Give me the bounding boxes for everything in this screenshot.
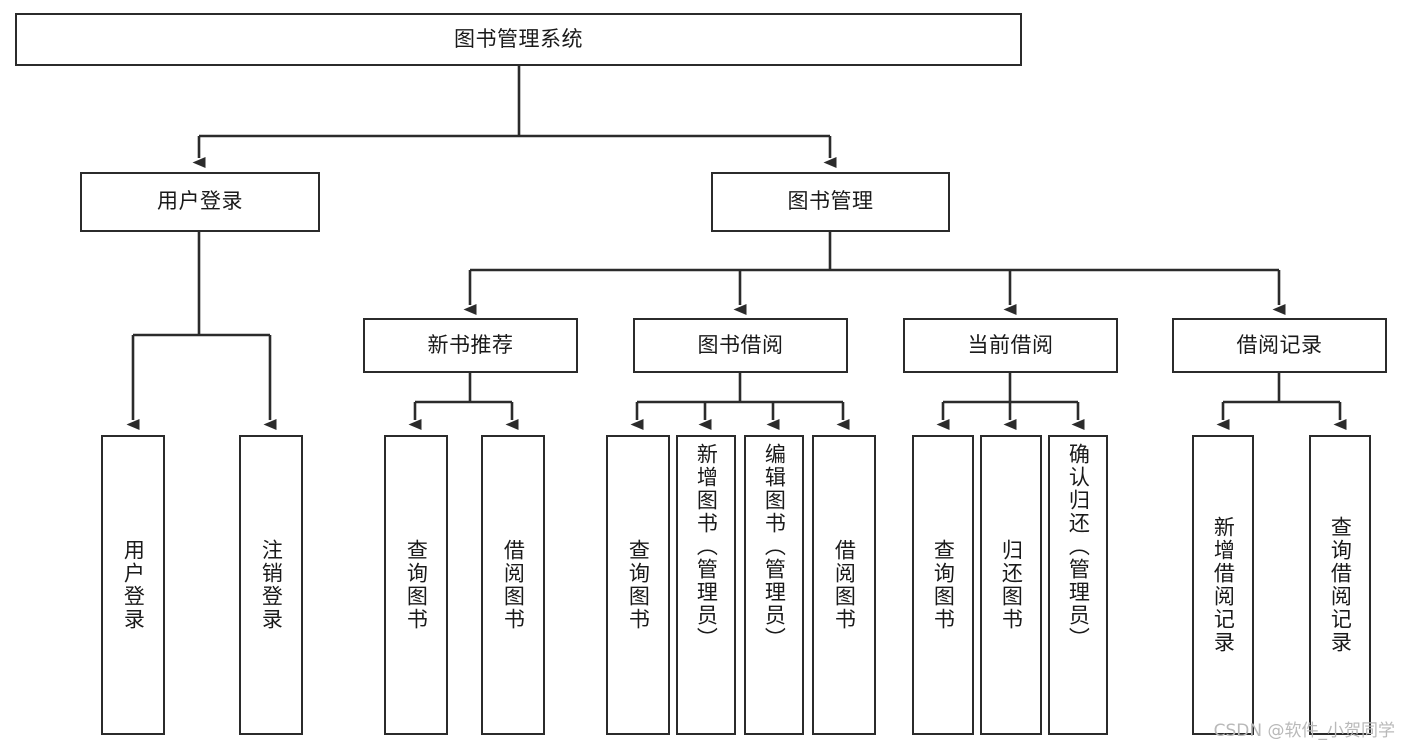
leaf-add-book[interactable]: 新增图书（管理员） [676, 435, 736, 735]
leaf-query-book-3[interactable]: 查询图书 [912, 435, 974, 735]
leaf-query-book-2[interactable]: 查询图书 [606, 435, 670, 735]
node-book-manage[interactable]: 图书管理 [711, 172, 950, 232]
leaf-user-login-label: 用户登录 [121, 539, 146, 631]
node-root-label: 图书管理系统 [454, 26, 583, 51]
leaf-logout-label: 注销登录 [259, 539, 284, 631]
node-current-borrow[interactable]: 当前借阅 [903, 318, 1118, 373]
csdn-watermark: CSDN @软件_小贺同学 [1213, 721, 1395, 741]
leaf-query-book-3-label: 查询图书 [931, 539, 956, 631]
node-root[interactable]: 图书管理系统 [15, 13, 1022, 66]
leaf-user-login[interactable]: 用户登录 [101, 435, 165, 735]
leaf-confirm-return-label: 确认归还（管理员） [1066, 443, 1091, 650]
node-book-borrow-label: 图书借阅 [697, 332, 784, 357]
leaf-return-book-label: 归还图书 [999, 539, 1024, 631]
node-user-login[interactable]: 用户登录 [80, 172, 320, 232]
leaf-query-book-2-label: 查询图书 [626, 539, 651, 631]
leaf-logout[interactable]: 注销登录 [239, 435, 303, 735]
leaf-borrow-book-1[interactable]: 借阅图书 [481, 435, 545, 735]
leaf-borrow-book-2-label: 借阅图书 [832, 539, 857, 631]
leaf-query-record[interactable]: 查询借阅记录 [1309, 435, 1371, 735]
leaf-confirm-return[interactable]: 确认归还（管理员） [1048, 435, 1108, 735]
leaf-edit-book-label: 编辑图书（管理员） [762, 443, 787, 650]
leaf-borrow-book-1-label: 借阅图书 [501, 539, 526, 631]
leaf-return-book[interactable]: 归还图书 [980, 435, 1042, 735]
node-new-book-rec[interactable]: 新书推荐 [363, 318, 578, 373]
leaf-add-record[interactable]: 新增借阅记录 [1192, 435, 1254, 735]
leaf-add-book-label: 新增图书（管理员） [694, 443, 719, 650]
leaf-query-book-1[interactable]: 查询图书 [384, 435, 448, 735]
leaf-borrow-book-2[interactable]: 借阅图书 [812, 435, 876, 735]
leaf-add-record-label: 新增借阅记录 [1211, 516, 1236, 654]
node-book-borrow[interactable]: 图书借阅 [633, 318, 848, 373]
node-user-login-label: 用户登录 [157, 189, 243, 214]
node-borrow-record[interactable]: 借阅记录 [1172, 318, 1387, 373]
leaf-edit-book[interactable]: 编辑图书（管理员） [744, 435, 804, 735]
node-book-manage-label: 图书管理 [787, 189, 874, 214]
node-borrow-record-label: 借阅记录 [1236, 332, 1323, 357]
node-new-book-rec-label: 新书推荐 [427, 332, 514, 357]
leaf-query-book-1-label: 查询图书 [404, 539, 429, 631]
node-current-borrow-label: 当前借阅 [967, 332, 1054, 357]
leaf-query-record-label: 查询借阅记录 [1328, 516, 1353, 654]
